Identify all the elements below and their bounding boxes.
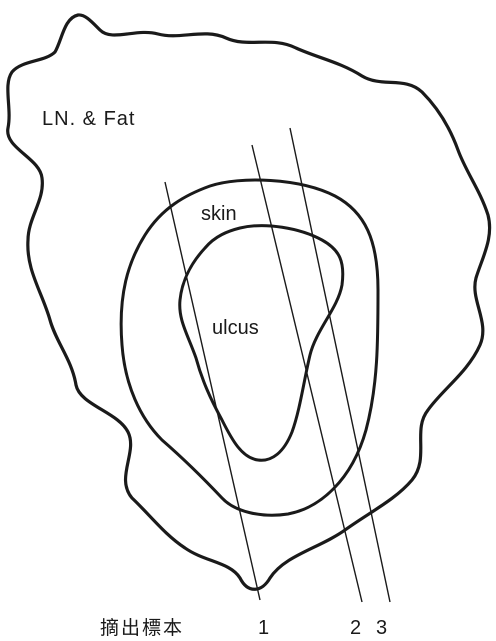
skin-outline xyxy=(121,180,378,515)
specimen-caption: 摘出標本 xyxy=(100,617,184,639)
cut-line-label-3: 3 xyxy=(376,617,387,639)
cut-line-2 xyxy=(252,145,362,602)
ln-fat-label: LN. & Fat xyxy=(42,108,135,130)
ln-fat-outline xyxy=(8,15,490,589)
skin-label: skin xyxy=(201,203,237,225)
cut-line-label-2: 2 xyxy=(350,617,361,639)
cut-line-label-1: 1 xyxy=(258,617,269,639)
ulcus-label: ulcus xyxy=(212,317,259,339)
cut-line-1 xyxy=(165,182,260,600)
